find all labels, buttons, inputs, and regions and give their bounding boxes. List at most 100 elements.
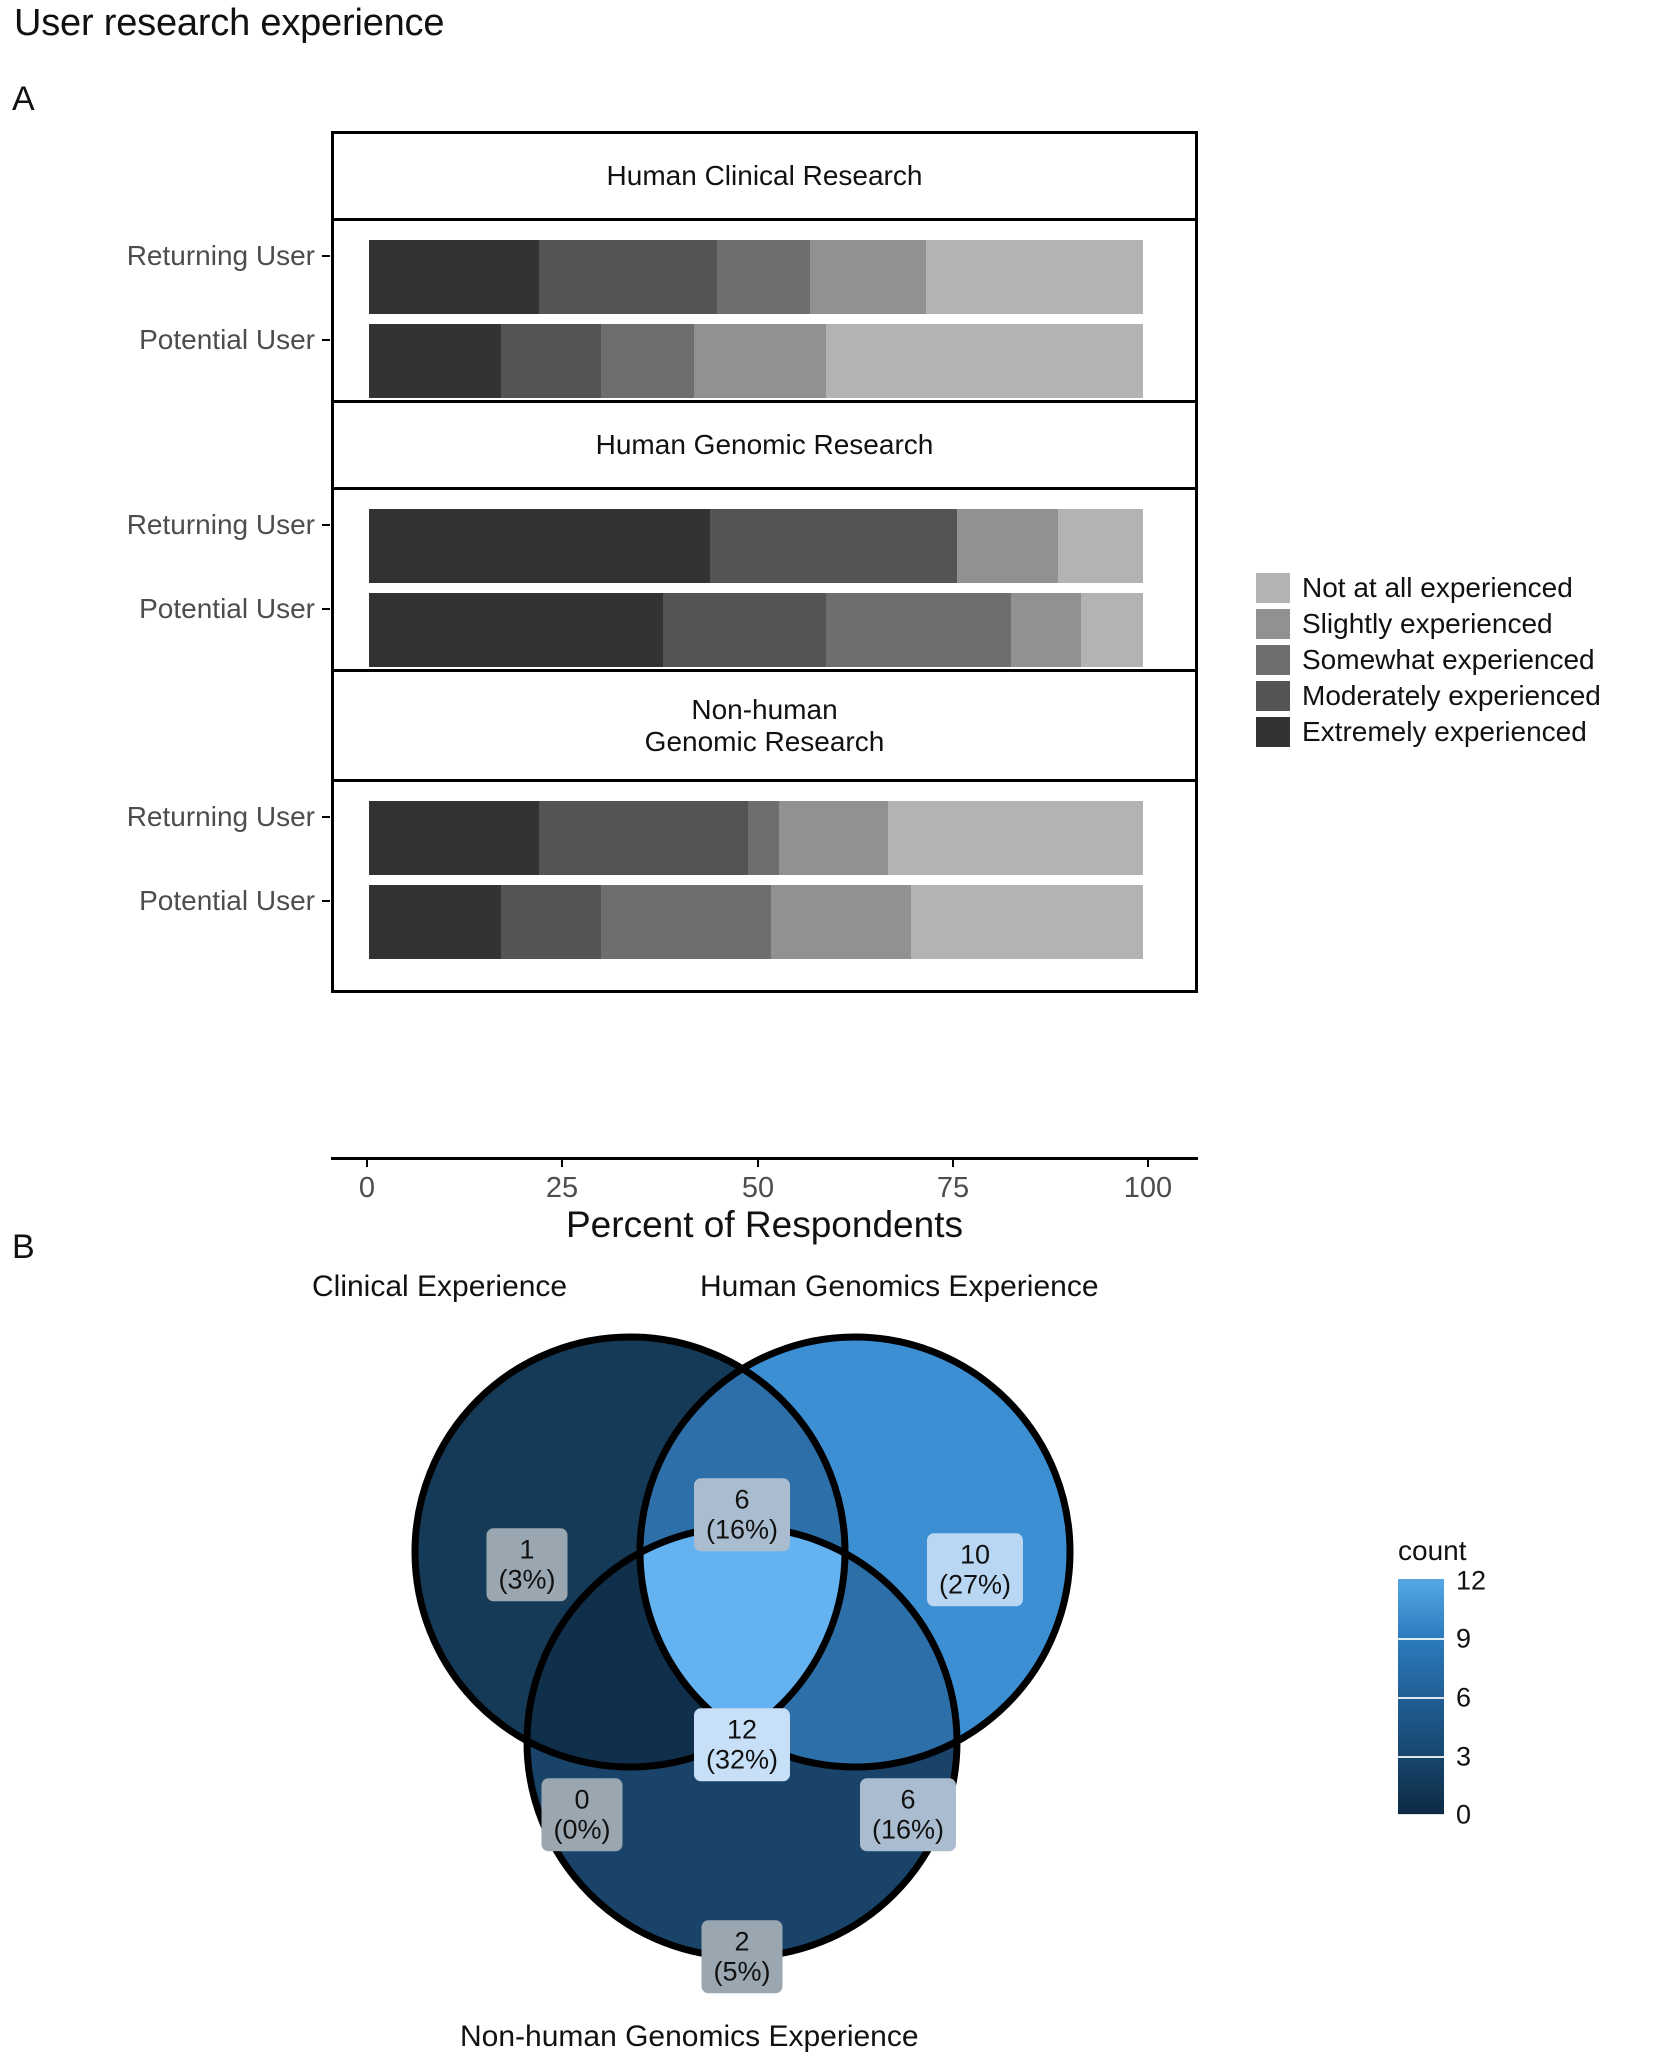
bar-row-clinical-potential (334, 324, 1195, 398)
segment-slightly-experienced (771, 885, 911, 959)
facet-strip-human-clinical: Human Clinical Research (331, 131, 1198, 221)
legend-label: Extremely experienced (1302, 716, 1587, 747)
segment-extremely-experienced (369, 801, 540, 875)
xtick-label-75: 75 (936, 1172, 970, 1204)
legend-swatch-icon (1256, 645, 1290, 675)
venn-percent: (5%) (713, 1956, 771, 1987)
facet-strip-nonhuman-genomic: Non-human Genomic Research (331, 669, 1198, 782)
xtick-label-50: 50 (741, 1172, 775, 1204)
segment-somewhat-experienced (717, 240, 811, 314)
facet-label-human-clinical: Human Clinical Research (606, 160, 923, 192)
ytick-mark (322, 339, 330, 341)
legend-swatch-icon (1256, 573, 1290, 603)
colorbar-label-6: 6 (1456, 1682, 1472, 1713)
x-axis-line (331, 1157, 1198, 1160)
segment-slightly-experienced (810, 240, 927, 314)
legend-swatch-icon (1256, 717, 1290, 747)
segment-slightly-experienced (694, 324, 826, 398)
ytick-label-returning-user-clinical: Returning User (126, 240, 315, 271)
panel-b-venn-diagram: B Clinical Experience Human Genomics Exp… (0, 1220, 1654, 2068)
xtick-label-25: 25 (545, 1172, 579, 1204)
colorbar-tick (1398, 1814, 1444, 1816)
segment-moderately-experienced (709, 509, 958, 583)
venn-percent: (32%) (705, 1744, 779, 1775)
segment-slightly-experienced (957, 509, 1058, 583)
venn-count: 6 (900, 1784, 916, 1815)
venn-label-nonhuman-only: 2 (5%) (701, 1920, 783, 1994)
panel-a-stacked-bars: A Human Clinical Research Returning (12, 80, 1601, 1245)
colorbar-label-9: 9 (1456, 1623, 1472, 1654)
bar-row-human-genomic-potential (334, 593, 1195, 667)
segment-moderately-experienced (539, 801, 749, 875)
venn-count: 12 (726, 1714, 758, 1745)
bar-row-nonhuman-potential (334, 885, 1195, 959)
venn-percent: (27%) (938, 1569, 1012, 1600)
venn-percent: (3%) (498, 1564, 556, 1595)
venn-label-clinical-only: 1 (3%) (486, 1528, 568, 1602)
segment-not-at-all-experienced (1057, 509, 1143, 583)
legend-count-colorbar: count 12 9 6 3 0 (1398, 1535, 1568, 1830)
xtick-mark-100 (1147, 1157, 1149, 1167)
ytick-mark (322, 608, 330, 610)
figure-title: User research experience (14, 2, 445, 44)
venn-set-title-nonhuman-genomics: Non-human Genomics Experience (460, 2020, 919, 2053)
legend-label: Slightly experienced (1302, 608, 1553, 639)
segment-extremely-experienced (369, 885, 501, 959)
venn-label-human-only: 10 (27%) (926, 1533, 1024, 1607)
segment-somewhat-experienced (748, 801, 780, 875)
segment-moderately-experienced (500, 885, 602, 959)
facet-body-human-clinical (331, 221, 1198, 432)
colorbar-label-0: 0 (1456, 1799, 1472, 1830)
legend-count-title: count (1398, 1535, 1467, 1566)
venn-count: 6 (734, 1484, 750, 1515)
xtick-label-0: 0 (358, 1172, 376, 1204)
bar-row-nonhuman-returning (334, 801, 1195, 875)
venn-percent: (16%) (871, 1814, 945, 1845)
segment-somewhat-experienced (601, 885, 772, 959)
stacked-bar (369, 885, 1143, 959)
xtick-mark-50 (757, 1157, 759, 1167)
venn-set-title-clinical: Clinical Experience (312, 1270, 568, 1303)
venn-count: 1 (519, 1534, 535, 1565)
legend-label: Moderately experienced (1302, 680, 1601, 711)
stacked-bar (369, 509, 1143, 583)
segment-extremely-experienced (369, 240, 540, 314)
facet-label-nonhuman-line1: Non-human (691, 694, 838, 726)
facet-body-nonhuman-genomic (331, 782, 1198, 993)
colorbar-label-12: 12 (1456, 1565, 1487, 1596)
ytick-label-returning-user-human-genomic: Returning User (126, 509, 315, 540)
colorbar-tick (1398, 1697, 1444, 1699)
facet-label-nonhuman-line2: Genomic Research (644, 725, 885, 757)
segment-not-at-all-experienced (887, 801, 1143, 875)
segment-moderately-experienced (539, 240, 718, 314)
segment-extremely-experienced (369, 593, 664, 667)
legend-swatch-icon (1256, 681, 1290, 711)
segment-not-at-all-experienced (926, 240, 1143, 314)
stacked-bar (369, 593, 1143, 667)
segment-not-at-all-experienced (825, 324, 1143, 398)
facet-body-human-genomic (331, 490, 1198, 701)
legend-item-extremely: Extremely experienced (1256, 714, 1601, 750)
stacked-bar (369, 801, 1143, 875)
venn-count: 10 (959, 1539, 991, 1570)
venn-count: 2 (734, 1926, 750, 1957)
segment-somewhat-experienced (825, 593, 1012, 667)
ytick-mark (322, 816, 330, 818)
facet-label-human-genomic: Human Genomic Research (595, 429, 934, 461)
venn-set-title-human-genomics: Human Genomics Experience (700, 1270, 1099, 1303)
colorbar-tick (1398, 1638, 1444, 1640)
venn-label-clinical-nonhuman: 0 (0%) (541, 1778, 623, 1852)
segment-moderately-experienced (500, 324, 602, 398)
legend-label: Somewhat experienced (1302, 644, 1595, 675)
legend-item-slightly: Slightly experienced (1256, 606, 1601, 642)
venn-label-all-three: 12 (32%) (693, 1708, 791, 1782)
segment-moderately-experienced (663, 593, 826, 667)
legend-swatch-icon (1256, 609, 1290, 639)
venn-label-clinical-human: 6 (16%) (693, 1478, 791, 1552)
xtick-label-100: 100 (1123, 1172, 1173, 1204)
panel-a-letter: A (12, 80, 35, 118)
segment-not-at-all-experienced (910, 885, 1143, 959)
ytick-label-returning-user-nonhuman: Returning User (126, 801, 315, 832)
ytick-mark (322, 524, 330, 526)
venn-percent: (0%) (553, 1814, 611, 1845)
